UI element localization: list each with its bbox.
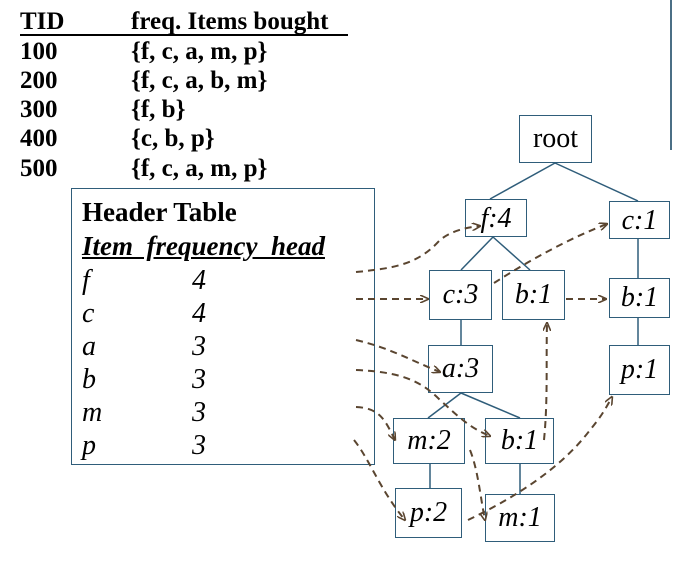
header-table-item: p (82, 430, 96, 461)
transaction-id: 400 (20, 125, 58, 152)
node-label: root (532, 123, 579, 154)
header-table-frequency: 3 (192, 397, 206, 428)
transaction-id: 100 (20, 38, 58, 65)
node-label: f:4 (480, 203, 512, 234)
edge-a3-m2 (427, 392, 462, 419)
header-table-row: c 4 (82, 298, 362, 330)
node-label: m:2 (407, 425, 451, 456)
header-table-frequency: 4 (192, 265, 206, 296)
tree-node-b1-right: b:1 (609, 278, 670, 318)
transaction-items: {c, b, p} (131, 125, 215, 152)
header-table-row: f 4 (82, 265, 362, 297)
tree-node-root: root (519, 115, 592, 163)
pointer-b (355, 369, 490, 436)
header-table-frequency: 3 (192, 430, 206, 461)
node-label: a:3 (441, 353, 480, 384)
header-table: Header Table Item frequency head f 4 c 4… (71, 188, 375, 465)
header-table-item: b (82, 364, 96, 395)
transaction-id: 300 (20, 96, 58, 123)
transaction-items: {f, c, a, b, m} (131, 67, 268, 94)
tree-node-c3: c:3 (429, 270, 492, 320)
edge-f4-c3 (460, 236, 494, 271)
pointer-b1low-b1mid (544, 323, 547, 441)
transaction-items: {f, c, a, m, p} (131, 38, 268, 65)
header-table-item: c (82, 298, 95, 329)
transaction-table-header: TID freq. Items bought (20, 8, 350, 35)
node-label: b:1 (620, 282, 659, 313)
edge-root-f4 (489, 162, 556, 200)
pointer-c3-c1 (493, 224, 607, 284)
node-label: c:3 (442, 279, 479, 310)
header-table-frequency: 3 (192, 364, 206, 395)
edge-f4-b1 (492, 236, 531, 271)
tree-node-b1-mid: b:1 (502, 270, 565, 320)
transaction-row: 300 {f, b} (20, 96, 350, 124)
header-table-row: a 3 (82, 331, 362, 363)
node-label: b:1 (514, 279, 553, 310)
tree-node-b1-low: b:1 (485, 418, 554, 464)
header-table-row: p 3 (82, 430, 362, 462)
pointer-m2-m1 (469, 449, 485, 520)
edge-a3-b1 (460, 392, 521, 419)
pointer-f (355, 226, 480, 273)
pointer-p2-p1 (467, 397, 612, 521)
pointer-m (355, 406, 395, 440)
header-table-title: Header Table (82, 197, 237, 227)
transaction-items: {f, c, a, m, p} (131, 155, 268, 182)
tree-node-a3: a:3 (428, 345, 493, 393)
transaction-items: {f, b} (131, 96, 186, 123)
transaction-row: 400 {c, b, p} (20, 125, 350, 153)
tree-node-m1: m:1 (485, 494, 555, 542)
slide-edge-divider (670, 0, 672, 150)
tid-column-header: TID (20, 8, 65, 35)
tree-node-c1: c:1 (609, 201, 670, 239)
node-label: b:1 (500, 425, 539, 456)
node-label: p:1 (620, 354, 659, 385)
edge-root-c1 (554, 162, 639, 202)
transaction-id: 200 (20, 67, 58, 94)
transaction-row: 100 {f, c, a, m, p} (20, 38, 350, 66)
pointer-p (353, 439, 405, 520)
transaction-row: 500 {f, c, a, m, p} (20, 155, 350, 183)
header-table-row: b 3 (82, 364, 362, 396)
tree-node-p1: p:1 (609, 345, 670, 395)
transaction-row: 200 {f, c, a, b, m} (20, 67, 350, 95)
node-label: c:1 (621, 205, 658, 236)
header-underline (20, 34, 348, 36)
pointer-a (355, 339, 440, 372)
header-table-frequency: 3 (192, 331, 206, 362)
header-table-item: m (82, 397, 103, 428)
header-table-row: m 3 (82, 397, 362, 429)
node-label: p:2 (409, 497, 448, 528)
node-label: m:1 (498, 502, 542, 533)
transaction-id: 500 (20, 155, 58, 182)
header-table-item: a (82, 331, 96, 362)
tree-node-m2: m:2 (393, 418, 465, 464)
header-table-item: f (82, 265, 90, 296)
header-table-frequency: 4 (192, 298, 206, 329)
header-table-column-header: Item frequency head (82, 231, 325, 261)
items-column-header: freq. Items bought (131, 8, 329, 35)
